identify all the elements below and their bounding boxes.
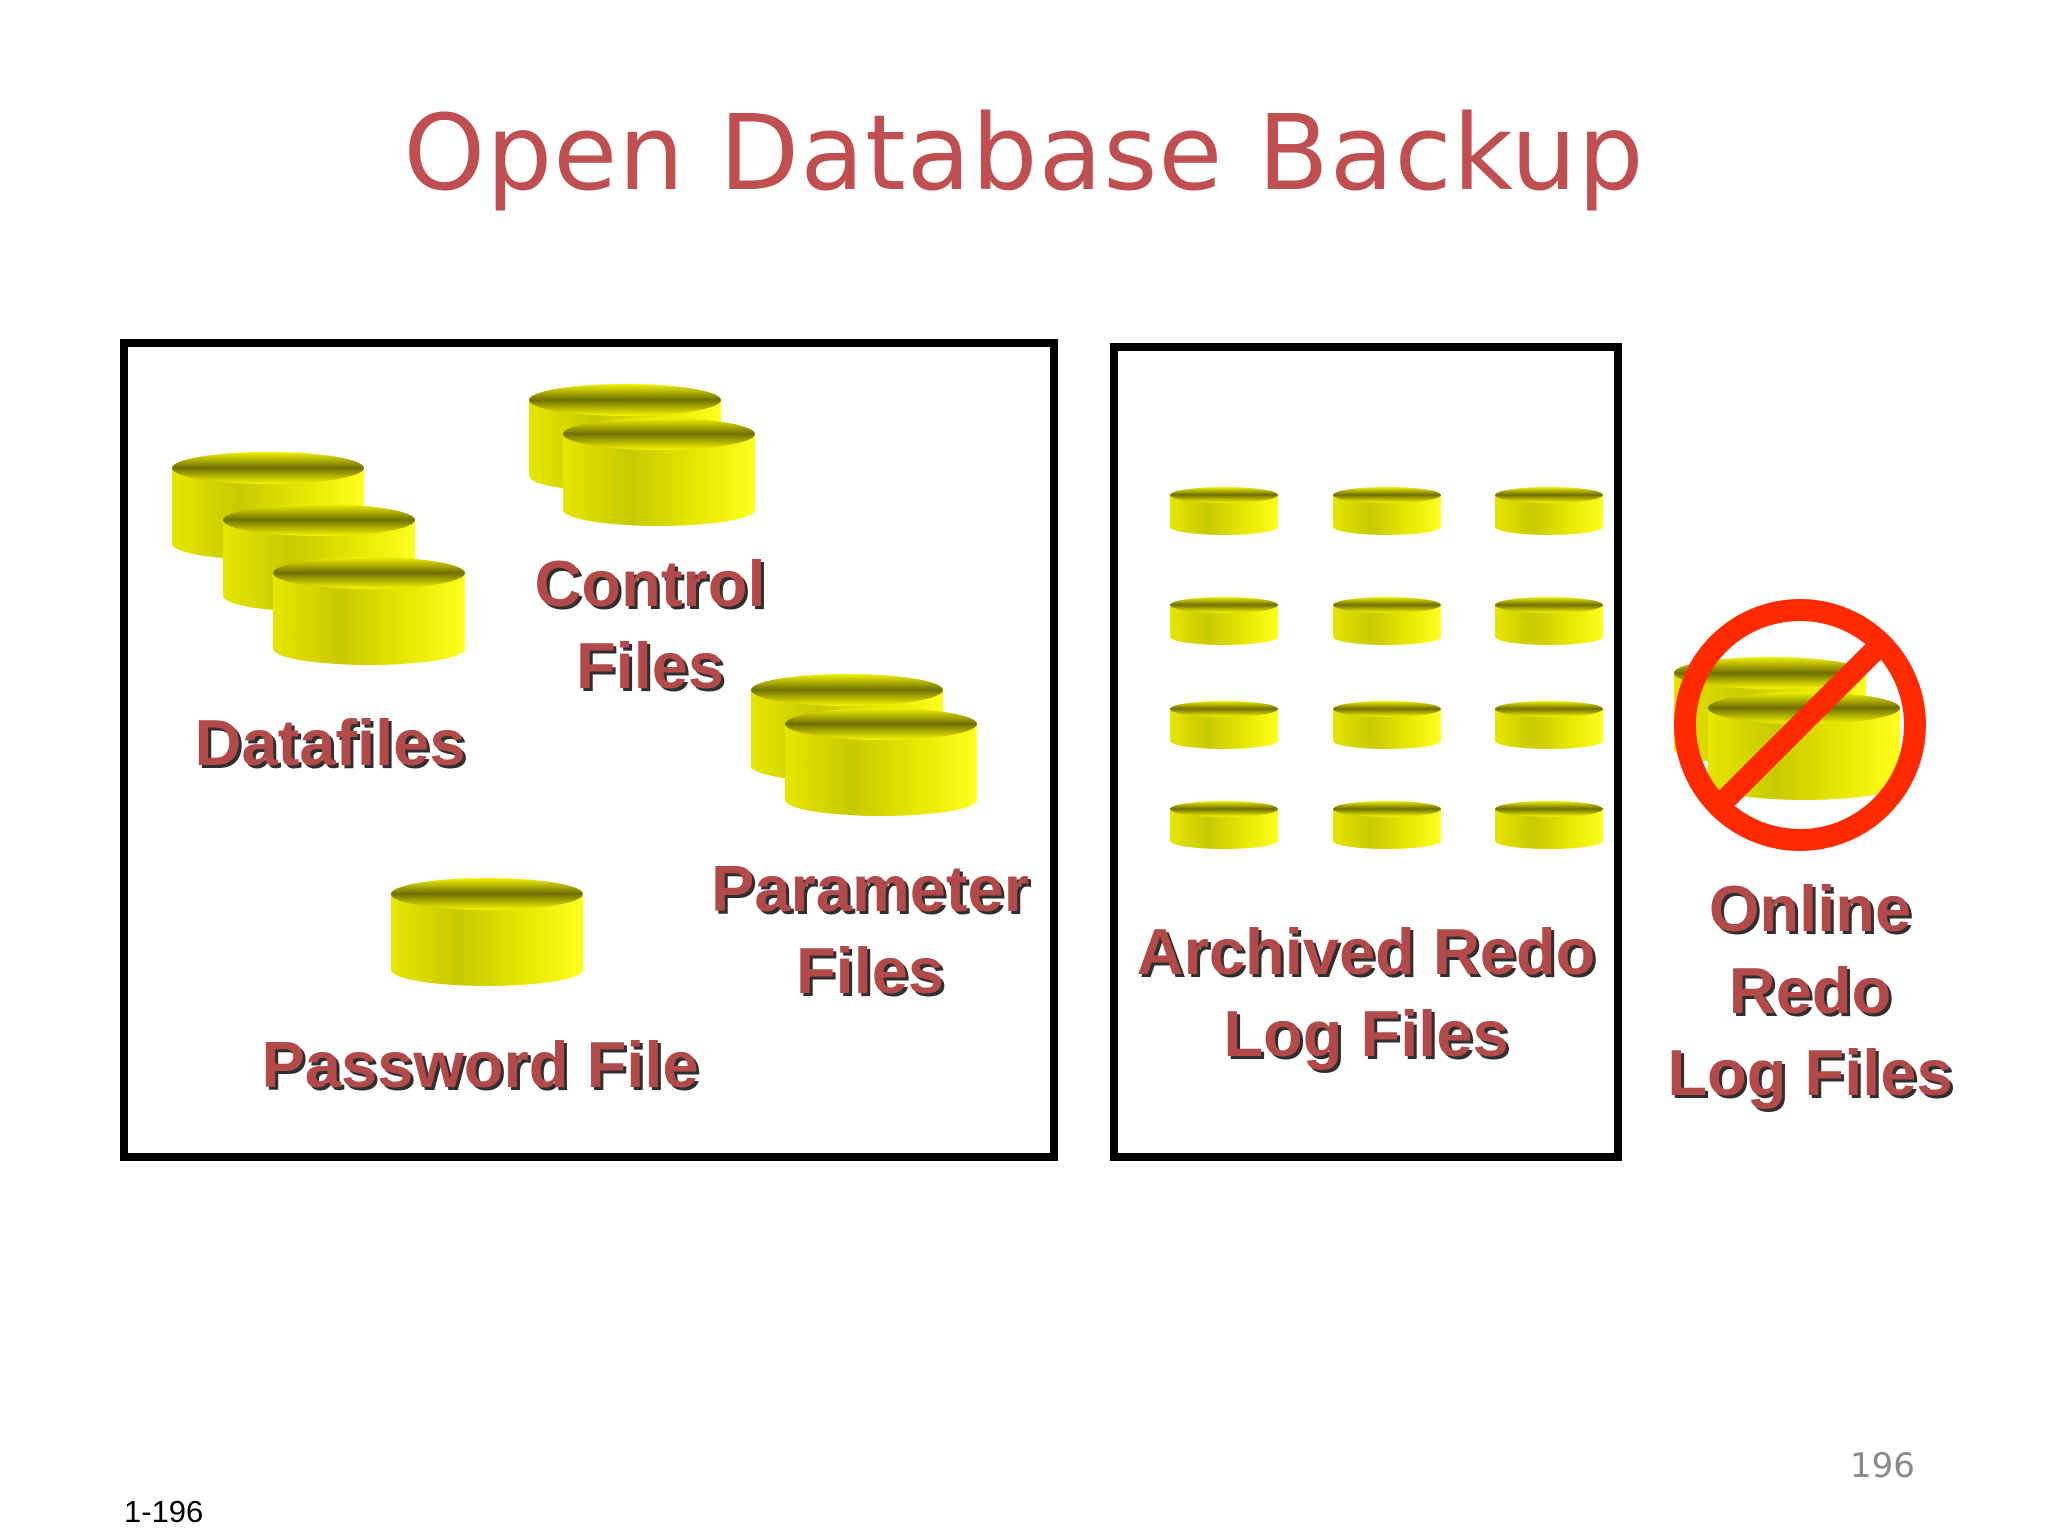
cylinder-icon — [273, 557, 465, 665]
parameter-files-label: Parameter Files — [711, 852, 1029, 1007]
archived-redo-box — [1110, 343, 1622, 1161]
cylinder-icon — [785, 708, 977, 816]
password-file-label: Password File — [261, 1028, 699, 1101]
cylinder-icon — [1170, 701, 1278, 749]
cylinder-icon — [1170, 487, 1278, 535]
cylinder-icon — [1495, 487, 1603, 535]
online-redo-label: Online Redo Log Files — [1667, 872, 1953, 1109]
cylinder-icon — [563, 418, 755, 526]
prohibit-icon — [1674, 599, 1926, 851]
cylinder-icon — [1170, 801, 1278, 849]
slide-code: 1-196 — [124, 1494, 204, 1529]
cylinder-icon — [1495, 801, 1603, 849]
cylinder-icon — [1495, 701, 1603, 749]
control-files-label: Control Files — [534, 547, 766, 702]
datafiles-label: Datafiles — [194, 706, 466, 779]
backed-up-files-box — [120, 339, 1058, 1161]
cylinder-icon — [1333, 597, 1441, 645]
cylinder-icon — [1333, 701, 1441, 749]
cylinder-icon — [391, 878, 583, 986]
slide-title: Open Database Backup — [403, 92, 1645, 214]
page-number: 196 — [1850, 1446, 1915, 1486]
archived-redo-label: Archived Redo Log Files — [1136, 915, 1596, 1070]
cylinder-icon — [1333, 487, 1441, 535]
cylinder-icon — [1170, 597, 1278, 645]
cylinder-icon — [1333, 801, 1441, 849]
cylinder-icon — [1495, 597, 1603, 645]
